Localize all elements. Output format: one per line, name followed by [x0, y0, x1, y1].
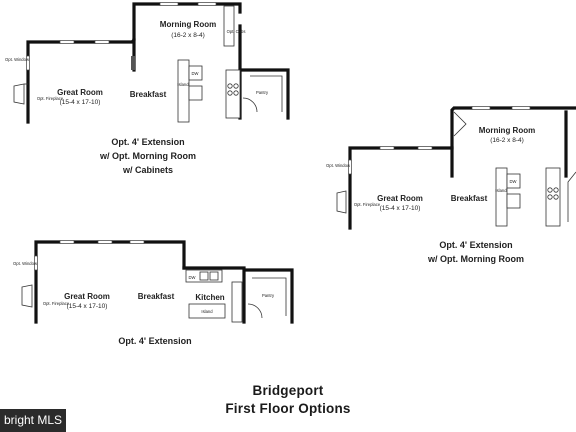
plan-b-door-swing: [453, 111, 467, 137]
plan-b-pantry-edge: [567, 171, 576, 222]
plan-b-window: [379, 146, 395, 150]
plan-b-caption-1: Opt. 4' Extension: [439, 240, 512, 250]
plan-b-opt-window-label: Opt. Window: [326, 163, 351, 168]
plan-a: Morning Room (16-2 x 8-4) Great Room (15…: [5, 2, 290, 175]
plan-a-window: [59, 40, 75, 44]
plan-b-breakfast-label: Breakfast: [451, 194, 488, 203]
mls-watermark: bright MLS: [0, 409, 67, 432]
plan-a-wall-pantry: [241, 68, 290, 120]
plan-a-sink: [188, 85, 203, 101]
plan-c-pantry-door: [247, 303, 263, 319]
plan-a-pantry-shelf: [250, 75, 283, 112]
plan-b-window: [348, 159, 352, 175]
plan-a-window: [26, 55, 30, 71]
plan-b-burner: [553, 194, 559, 200]
plan-c-window: [129, 240, 145, 244]
plan-b-opt-fireplace-label: Opt. Fireplace: [354, 202, 381, 207]
plan-b: Morning Room (16-2 x 8-4) Great Room (15…: [326, 106, 576, 264]
plan-b-sink: [506, 193, 521, 209]
plan-a-dw-label: DW: [192, 71, 199, 76]
plan-c-fireplace: [21, 284, 33, 308]
plan-a-burner: [227, 90, 233, 96]
plan-a-burner: [227, 83, 233, 89]
plan-a-window: [197, 2, 217, 6]
plan-b-window: [511, 106, 531, 110]
plan-c-kitchen-label: Kitchen: [195, 293, 224, 302]
plan-c-great-room-dim: (15-4 x 17-10): [67, 303, 108, 310]
plan-b-window: [471, 106, 491, 110]
plan-a-great-room-label: Great Room: [57, 88, 103, 97]
plan-c: Great Room (15-4 x 17-10) Breakfast Kitc…: [13, 240, 294, 346]
plan-c-pantry-shelf: [252, 277, 287, 316]
plan-c-opt-fireplace-label: Opt. Fireplace: [43, 301, 70, 306]
plan-b-morning-room-label: Morning Room: [479, 126, 535, 135]
plan-c-window: [97, 240, 113, 244]
plan-b-great-room-dim: (15-4 x 17-10): [380, 205, 421, 212]
plan-b-dw: [506, 173, 521, 189]
plan-a-opt-window-label: Opt. Window: [5, 57, 30, 62]
plan-a-opt-fireplace-label: Opt. Fireplace: [37, 96, 64, 101]
plan-a-counter: [225, 69, 241, 119]
plan-c-island-label: Island: [201, 309, 213, 314]
plan-c-caption: Opt. 4' Extension: [118, 336, 191, 346]
plan-c-side-counter: [231, 281, 243, 323]
plan-c-sink-left: [199, 271, 209, 281]
plan-a-breakfast-label: Breakfast: [130, 90, 167, 99]
plan-b-island: [495, 167, 508, 227]
plan-c-wall-pantry: [244, 268, 294, 324]
plan-a-island-label: Island: [177, 82, 189, 87]
plan-a-opt-cabinets: [223, 5, 235, 47]
plan-c-pantry-label: Pantry: [262, 293, 275, 298]
plan-a-island: [177, 59, 190, 123]
plan-b-counter: [545, 167, 561, 227]
plan-b-caption-2: w/ Opt. Morning Room: [427, 254, 524, 264]
plan-a-caption-1: Opt. 4' Extension: [111, 137, 184, 147]
plan-c-dw-label: DW: [189, 275, 196, 280]
plan-c-window: [34, 255, 38, 271]
plan-a-window: [159, 2, 179, 6]
plan-b-island-label: Island: [495, 188, 507, 193]
plan-b-window: [417, 146, 433, 150]
plan-a-great-room-dim: (15-4 x 17-10): [60, 99, 101, 106]
plan-a-column: [131, 56, 135, 70]
plan-a-burner: [233, 90, 239, 96]
plan-c-window: [59, 240, 75, 244]
plan-a-caption-2: w/ Opt. Morning Room: [99, 151, 196, 161]
plan-b-great-room-label: Great Room: [377, 194, 423, 203]
plan-a-morning-room-dim: (16-2 x 8-4): [171, 32, 205, 39]
plan-a-burner: [233, 83, 239, 89]
plan-a-opt-cabs-label: Opt. Cabs: [227, 29, 246, 34]
plan-c-island: [188, 303, 226, 319]
plan-a-window: [94, 40, 110, 44]
plan-c-sink-right: [209, 271, 219, 281]
plan-b-burner: [553, 187, 559, 193]
plan-a-pantry-door: [242, 97, 258, 113]
plan-b-burner: [547, 194, 553, 200]
plan-c-breakfast-label: Breakfast: [138, 292, 175, 301]
plan-a-dw: [188, 65, 203, 81]
plan-b-burner: [547, 187, 553, 193]
plan-b-dw-label: DW: [510, 179, 517, 184]
plan-c-wall-upper: [34, 240, 186, 324]
plan-a-pantry-label: Pantry: [256, 90, 269, 95]
plan-b-morning-room-dim: (16-2 x 8-4): [490, 137, 524, 144]
page-title: First Floor Options: [225, 401, 351, 416]
plan-a-morning-room-label: Morning Room: [160, 20, 216, 29]
plan-a-caption-3: w/ Cabinets: [122, 165, 173, 175]
plan-c-wall-kitchen: [182, 266, 246, 324]
plan-a-fireplace: [13, 83, 25, 105]
plan-c-great-room-label: Great Room: [64, 292, 110, 301]
plan-c-opt-window-label: Opt. Window: [13, 261, 38, 266]
model-name: Bridgeport: [252, 383, 324, 398]
plan-b-fireplace: [336, 190, 347, 214]
